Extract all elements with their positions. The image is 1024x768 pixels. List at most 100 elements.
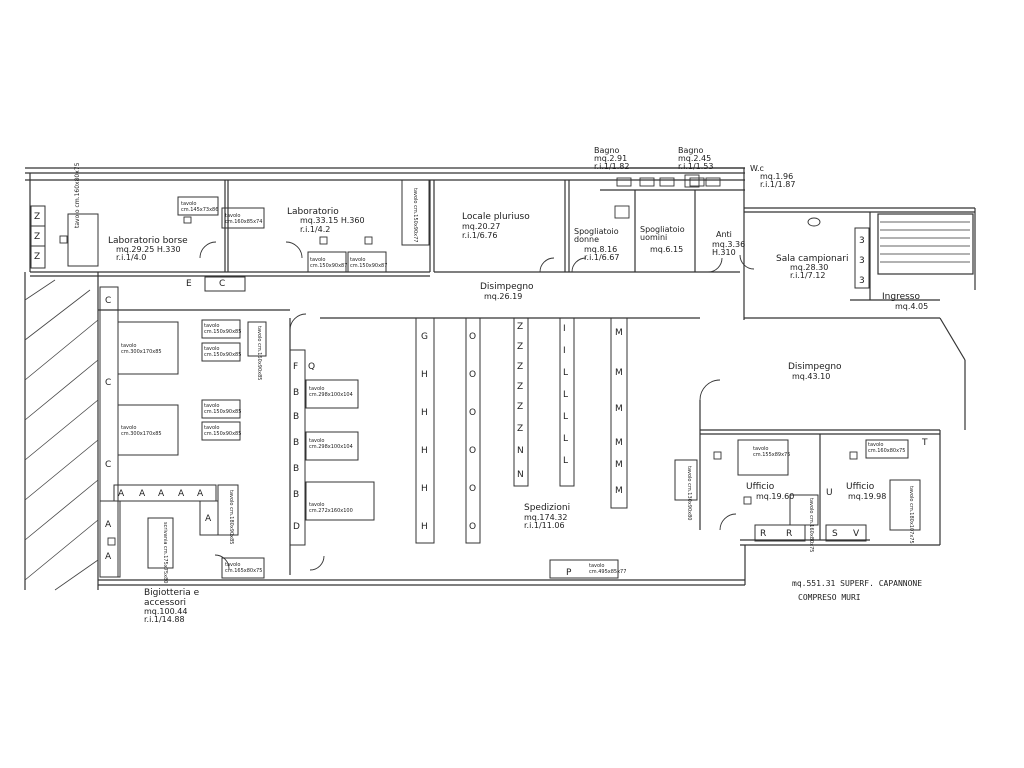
code-f: F [293, 362, 299, 372]
code-h: H [421, 408, 428, 418]
table-lab5: tavolo cm.150x90x77 [412, 188, 418, 243]
room-sala-area: mq.28.30 [790, 263, 829, 272]
code-g: G [421, 332, 428, 342]
code-l: L [563, 456, 569, 466]
room-bagno2-area: mq.2.45 [678, 154, 712, 163]
room-spogl-donne-ratio: r.i.1/6.67 [584, 253, 620, 262]
table-big7: tavolo cm.150x90x85 [256, 326, 262, 381]
code-3: 3 [859, 276, 865, 286]
code-b: B [293, 388, 300, 398]
room-bagno1-area: mq.2.91 [594, 154, 628, 163]
room-ingresso-name: Ingresso [882, 292, 920, 302]
room-spogl-uomini-area: mq.6.15 [650, 245, 684, 254]
room-sala-ratio: r.i.1/7.12 [790, 271, 826, 280]
code-z: Z [517, 424, 524, 434]
code-l: L [563, 412, 569, 422]
code-i: I [563, 324, 566, 334]
code-m: M [615, 404, 623, 414]
room-spogl-donne-area: mq.8.16 [584, 245, 618, 254]
room-bigiotteria-ratio: r.i.1/14.88 [144, 615, 185, 624]
room-lab-borse-ratio: r.i.1/4.0 [116, 253, 147, 262]
code-h: H [421, 370, 428, 380]
code-z: Z [517, 362, 524, 372]
room-locale-ratio: r.i.1/6.76 [462, 231, 498, 240]
code-a: A [105, 520, 112, 530]
room-ufficio2-name: Ufficio [846, 482, 875, 492]
code-b: B [293, 438, 300, 448]
code-m: M [615, 460, 623, 470]
room-disimpegno2-name: Disimpegno [788, 362, 842, 372]
room-bagno2-ratio: r.i.1/1.53 [678, 162, 714, 171]
room-anti-area: mq.3.36 [712, 240, 746, 249]
code-l: L [563, 390, 569, 400]
code-l: L [563, 434, 569, 444]
code-l: L [563, 368, 569, 378]
code-z: Z [34, 252, 41, 262]
room-laboratorio-area: mq.33.15 H.360 [300, 216, 365, 225]
room-ufficio2-area: mq.19.98 [848, 492, 887, 501]
room-locale-name: Locale pluriuso [462, 212, 530, 222]
code-z: Z [517, 382, 524, 392]
room-disimpegno2-area: mq.43.10 [792, 372, 831, 381]
room-wc-name: W.c [750, 164, 764, 173]
room-locale-area: mq.20.27 [462, 222, 501, 231]
room-laboratorio-ratio: r.i.1/4.2 [300, 225, 331, 234]
room-bagno1-name: Bagno [594, 146, 620, 155]
code-z: Z [34, 212, 41, 222]
room-lab-borse-name: Laboratorio borse [108, 236, 188, 246]
code-b: B [293, 464, 300, 474]
note-compreso-muri: COMPRESO MURI [798, 593, 861, 602]
code-a: A [158, 489, 165, 499]
code-c: C [219, 279, 226, 289]
room-spogl-uomini-name: Spogliatoio uomini [640, 225, 685, 242]
room-anti-ratio: H.310 [712, 248, 736, 257]
code-e: E [186, 279, 192, 289]
code-o: O [469, 370, 477, 380]
code-a: A [105, 552, 112, 562]
room-ufficio1-area: mq.19.60 [756, 492, 795, 501]
code-m: M [615, 486, 623, 496]
room-bigiotteria-area: mq.100.44 [144, 607, 188, 616]
code-h: H [421, 522, 428, 532]
table-big8: tavolo cm.180x90x85 [228, 490, 234, 545]
code-b: B [293, 490, 300, 500]
room-bagno2-name: Bagno [678, 146, 704, 155]
room-sala-name: Sala campionari [776, 254, 849, 264]
table-sped5: tavolo cm.130x90x80 [686, 466, 692, 521]
code-s: S [832, 529, 838, 539]
code-h: H [421, 484, 428, 494]
room-disimpegno1-area: mq.26.19 [484, 292, 523, 301]
table-uff4: tavolo cm.180x107x75 [908, 486, 914, 544]
code-m: M [615, 438, 623, 448]
code-z: Z [517, 402, 524, 412]
code-z: Z [517, 322, 524, 332]
code-z: Z [517, 342, 524, 352]
table-borse: tavolo cm.160x80x75 [74, 162, 81, 228]
code-z: Z [34, 232, 41, 242]
room-spedizioni-name: Spedizioni [524, 503, 571, 513]
code-m: M [615, 368, 623, 378]
room-disimpegno1-name: Disimpegno [480, 282, 534, 292]
code-3: 3 [859, 256, 865, 266]
room-spedizioni-ratio: r.i.1/11.06 [524, 521, 565, 530]
code-o: O [469, 408, 477, 418]
room-lab-borse-area: mq.29.25 H.330 [116, 245, 181, 254]
room-anti-name: Anti [716, 230, 732, 239]
code-o: O [469, 522, 477, 532]
table-scrivania: scrivania cm.175x75x80 [162, 522, 168, 584]
table-uff3: tavolo cm.160x80x75 [808, 498, 814, 553]
code-t: T [922, 438, 928, 448]
code-o: O [469, 484, 477, 494]
code-h: H [421, 446, 428, 456]
room-spogl-donne-name: Spogliatoio donne [574, 227, 619, 244]
